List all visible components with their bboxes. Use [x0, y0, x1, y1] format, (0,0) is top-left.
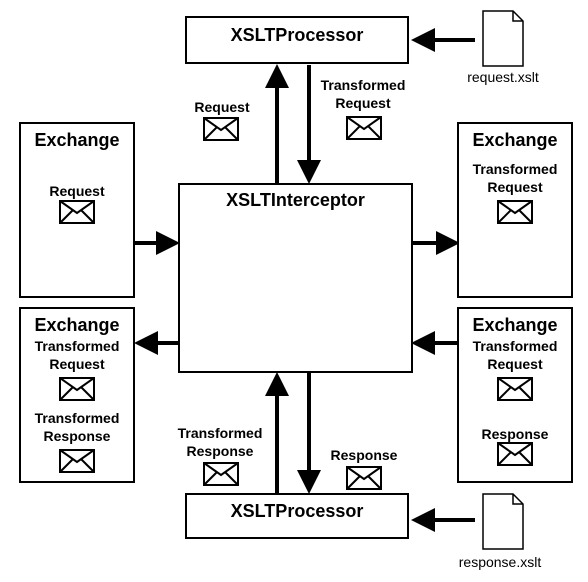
document-icon: [482, 493, 524, 550]
message-label-2: Transformed Response: [34, 410, 120, 444]
message-label-1: Transformed Request: [472, 338, 558, 372]
document-icon: [482, 10, 524, 67]
exchange-top-right: Exchange Transformed Request: [457, 122, 573, 298]
flow-label-request: Request: [194, 99, 250, 115]
exchange-title: Exchange: [472, 130, 558, 150]
envelope-icon: [346, 116, 382, 140]
envelope-icon: [59, 200, 95, 224]
message-label: Transformed Request: [472, 161, 558, 195]
request-xslt-label: request.xslt: [467, 69, 539, 85]
envelope-icon: [346, 466, 382, 490]
flow-label-response: Response: [330, 447, 398, 463]
top-processor-title: XSLTProcessor: [230, 25, 364, 45]
envelope-icon: [203, 462, 239, 486]
response-xslt-label: response.xslt: [458, 554, 542, 570]
envelope-icon: [497, 200, 533, 224]
top-xslt-processor: XSLTProcessor: [185, 16, 409, 64]
envelope-icon: [497, 377, 533, 401]
envelope-icon: [59, 377, 95, 401]
exchange-bottom-right: Exchange Transformed Request Response: [457, 307, 573, 483]
exchange-title: Exchange: [34, 315, 120, 335]
flow-label-transformed-response: Transformed Response: [177, 425, 263, 459]
xslt-interceptor: XSLTInterceptor: [178, 183, 413, 373]
flow-label-transformed-request: Transformed Request: [320, 77, 406, 111]
bottom-processor-title: XSLTProcessor: [230, 501, 364, 521]
message-label-1: Transformed Request: [34, 338, 120, 372]
exchange-bottom-left: Exchange Transformed Request Transformed…: [19, 307, 135, 483]
interceptor-title: XSLTInterceptor: [226, 190, 365, 210]
envelope-icon: [203, 117, 239, 141]
envelope-icon: [59, 449, 95, 473]
message-label: Request: [49, 183, 105, 199]
exchange-title: Exchange: [34, 130, 120, 150]
message-label-2: Response: [481, 426, 549, 442]
exchange-top-left: Exchange Request: [19, 122, 135, 298]
envelope-icon: [497, 442, 533, 466]
exchange-title: Exchange: [472, 315, 558, 335]
bottom-xslt-processor: XSLTProcessor: [185, 493, 409, 539]
